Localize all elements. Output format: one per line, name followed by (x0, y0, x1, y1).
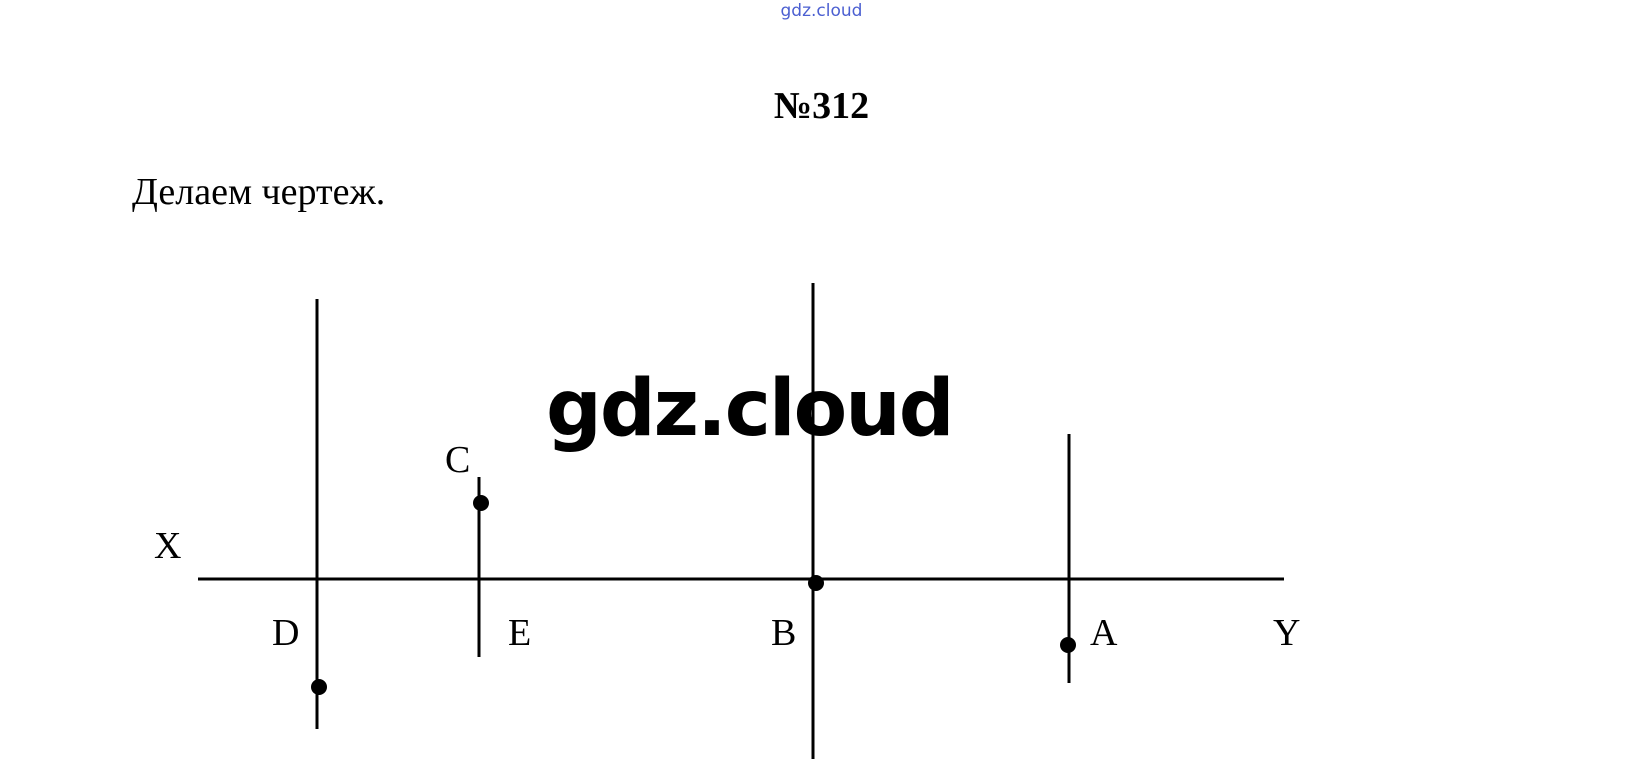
problem-number-heading: №312 (773, 85, 870, 127)
point-b (808, 575, 824, 591)
label-c: C (445, 439, 470, 481)
label-d: D (272, 612, 299, 654)
label-e: E (508, 612, 531, 654)
label-x: X (154, 525, 181, 567)
point-d (311, 679, 327, 695)
point-a (1060, 637, 1076, 653)
label-y: Y (1273, 612, 1300, 654)
point-c (473, 495, 489, 511)
site-watermark-small: gdz.cloud (780, 1, 863, 21)
label-a: A (1090, 612, 1118, 654)
label-b: B (771, 612, 796, 654)
intro-text: Делаем чертеж. (132, 171, 386, 213)
site-watermark-large: gdz.cloud (546, 364, 955, 454)
